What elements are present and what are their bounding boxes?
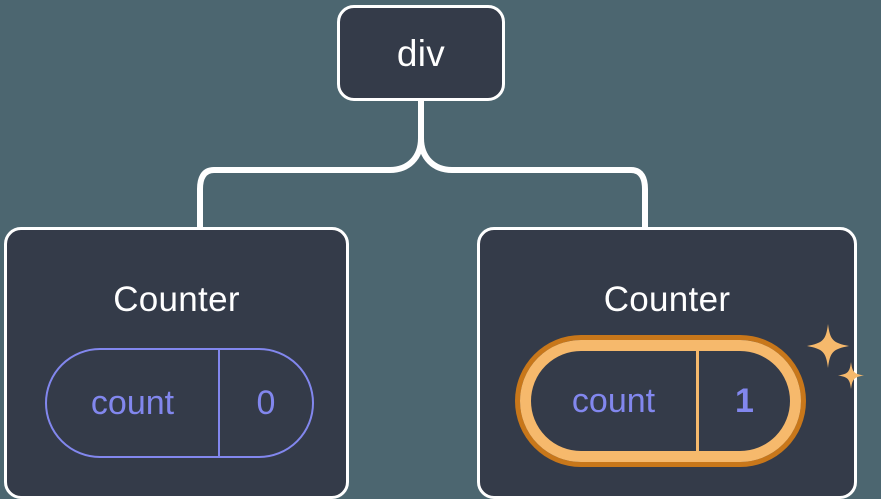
node-div[interactable]: div (337, 5, 505, 101)
edge-div-to-counter-left (197, 98, 424, 230)
node-counter-left-label: Counter (113, 280, 240, 319)
state-key-right: count (531, 351, 699, 451)
state-value-left: 0 (256, 383, 276, 422)
state-key-left: count (47, 350, 220, 456)
state-value-right: 1 (735, 381, 754, 420)
state-pill-left[interactable]: count 0 (45, 348, 314, 458)
node-counter-left[interactable]: Counter count 0 (4, 227, 349, 499)
node-div-label: div (396, 32, 446, 74)
sparkle-group (807, 324, 864, 389)
node-counter-right-label: Counter (603, 280, 731, 319)
state-pill-right[interactable]: count 1 (520, 340, 801, 462)
sparkle-large-icon (807, 324, 849, 368)
sparkle-small-icon (838, 362, 864, 389)
node-counter-right[interactable]: Counter count 1 (477, 227, 864, 499)
edge-div-to-counter-right (418, 98, 648, 230)
